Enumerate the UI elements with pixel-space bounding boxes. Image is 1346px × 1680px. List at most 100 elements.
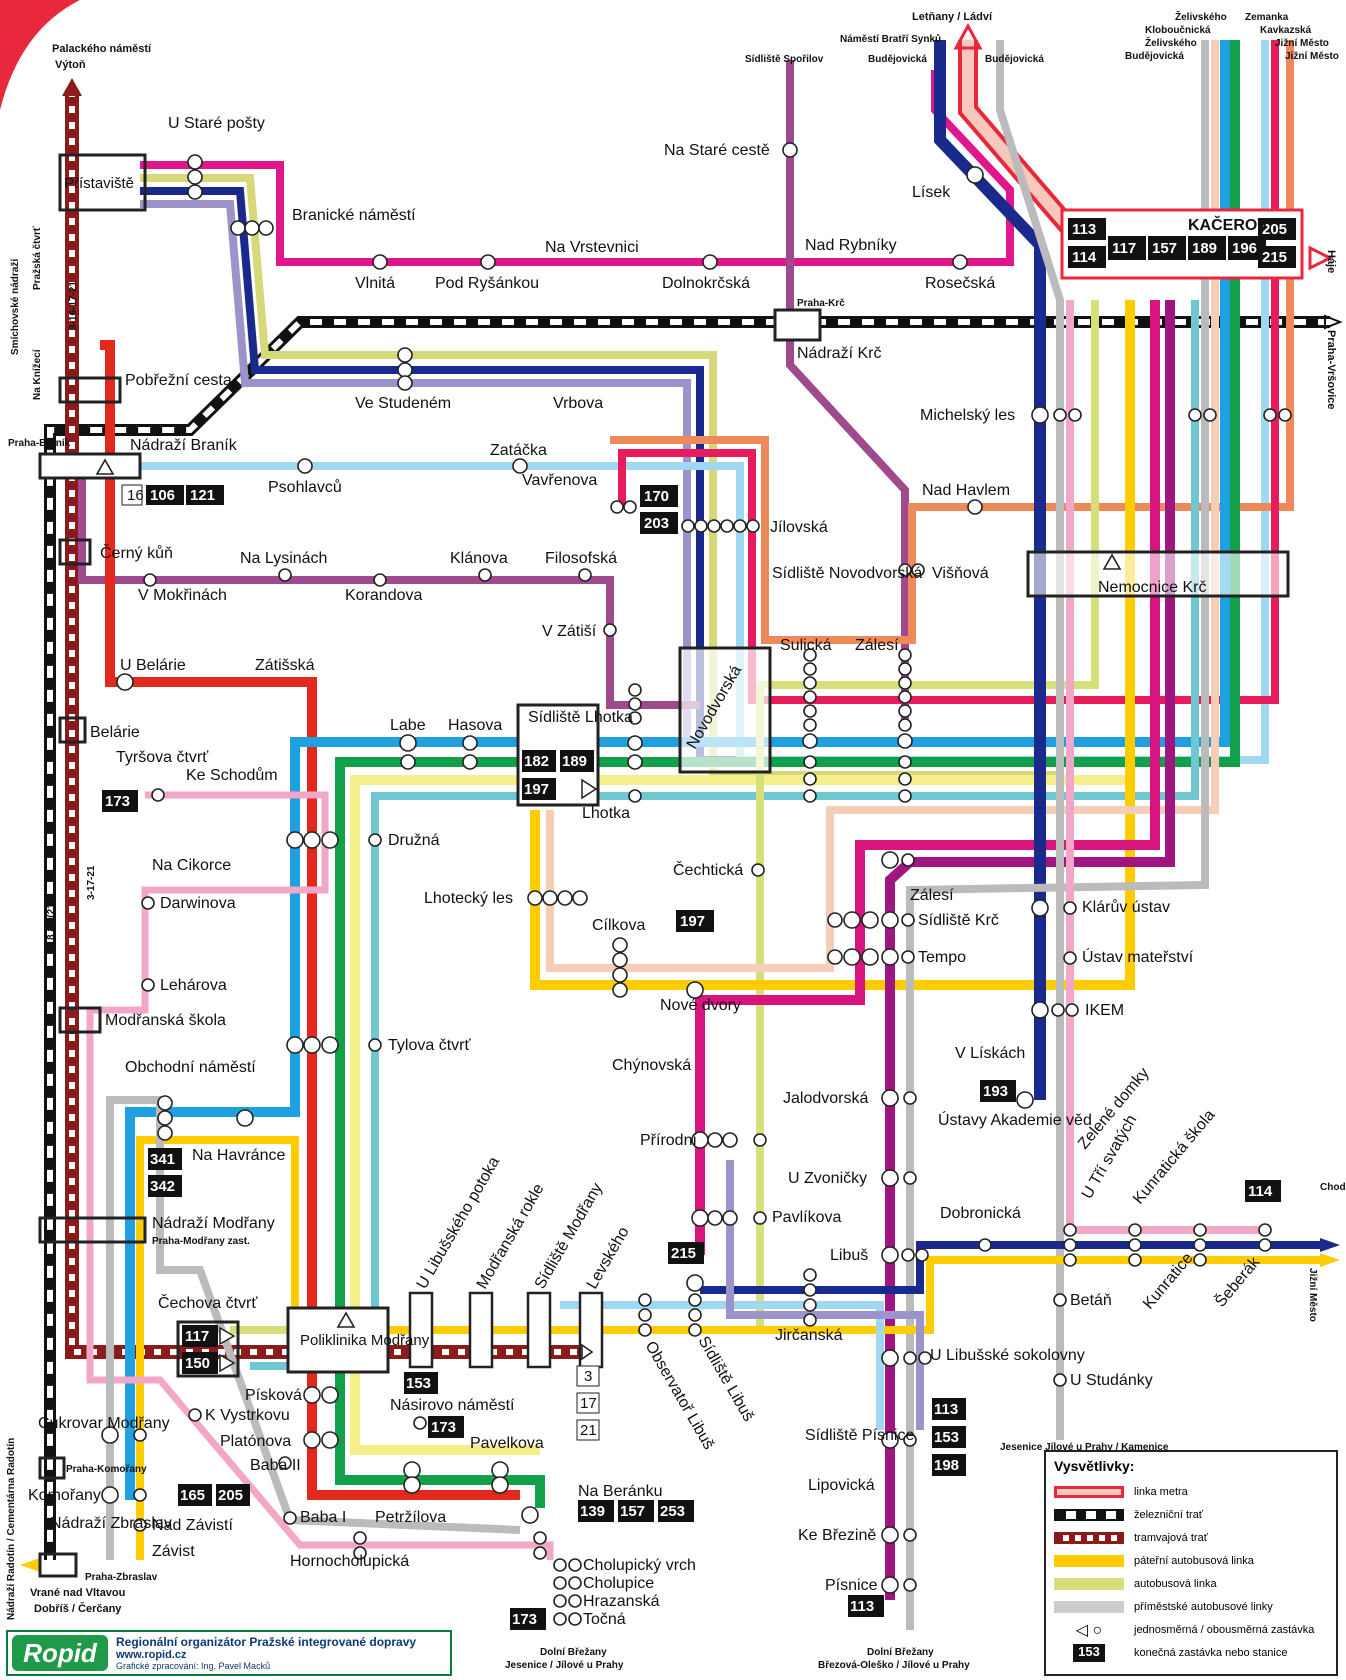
svg-text:Budějovická: Budějovická	[985, 54, 1044, 65]
svg-text:Lhotka: Lhotka	[582, 805, 630, 822]
cerny-kun-box[interactable]	[58, 538, 92, 566]
svg-text:182: 182	[524, 753, 549, 770]
svg-text:Chodov: Chodov	[1320, 1182, 1346, 1193]
svg-text:Dobronická: Dobronická	[940, 1205, 1021, 1222]
svg-text:Cílkova: Cílkova	[592, 917, 645, 934]
svg-text:Letňany / Ládví: Letňany / Ládví	[912, 11, 993, 23]
svg-text:Sídliště Krč: Sídliště Krč	[918, 912, 999, 929]
svg-text:Nádraží Krč: Nádraží Krč	[797, 345, 881, 362]
svg-text:Na Cikorce: Na Cikorce	[152, 857, 231, 874]
nadrazi-zbraslav-box[interactable]	[38, 1552, 78, 1578]
modranska-skola-box[interactable]	[58, 1006, 102, 1034]
footer-org: Regionální organizátor Pražské integrova…	[116, 1635, 417, 1649]
pobrezni-box[interactable]	[58, 376, 122, 404]
svg-text:Branické náměstí: Branické náměstí	[292, 207, 416, 224]
nadrazi-modrany-box[interactable]	[38, 1216, 147, 1244]
novodvorska-box[interactable]	[678, 646, 772, 774]
svg-text:Na Havránce: Na Havránce	[192, 1147, 285, 1164]
legend-metro: linka metra	[1054, 1480, 1328, 1503]
svg-text:3: 3	[584, 1368, 592, 1385]
svg-text:Jižní Město: Jižní Město	[1275, 38, 1329, 49]
svg-text:173: 173	[105, 793, 130, 810]
svg-text:Baba II: Baba II	[250, 1457, 301, 1474]
svg-text:Obchodní náměstí: Obchodní náměstí	[125, 1059, 256, 1076]
svg-text:Tylova čtvrť: Tylova čtvrť	[388, 1037, 471, 1054]
pristaviste-box[interactable]	[58, 153, 147, 212]
poliklinika-box[interactable]	[286, 1306, 390, 1374]
svg-text:Praha-Zbraslav: Praha-Zbraslav	[85, 1572, 158, 1583]
svg-text:Nádraží Modřany: Nádraží Modřany	[152, 1215, 275, 1232]
svg-text:Chýnovská: Chýnovská	[612, 1057, 691, 1074]
bus-line-189	[530, 300, 1135, 990]
legend-stop: ◁ ○jednosměrná / obousměrná zastávka	[1075, 1621, 1315, 1639]
svg-text:Závist: Závist	[152, 1543, 195, 1560]
svg-text:Ke Březině: Ke Březině	[798, 1527, 876, 1544]
svg-text:Jesenice Jílové u Prahy / Kame: Jesenice Jílové u Prahy / Kamenice	[1000, 1442, 1169, 1453]
svg-text:Družná: Družná	[388, 832, 440, 849]
svg-text:Budějovická: Budějovická	[1125, 51, 1184, 62]
bus-line-182	[546, 40, 1219, 972]
bus-line-198b	[726, 1160, 924, 1430]
svg-text:170: 170	[644, 488, 669, 505]
svg-text:Násirovo náměstí: Násirovo náměstí	[390, 1397, 515, 1414]
svg-text:Černý kůň: Černý kůň	[100, 543, 173, 562]
svg-text:Rosečská: Rosečská	[925, 275, 995, 292]
stops	[101, 142, 1292, 1626]
bus-line-139	[335, 40, 1240, 1508]
svg-text:17: 17	[580, 1395, 597, 1412]
svg-text:Čechtická: Čechtická	[673, 860, 743, 879]
svg-text:Pražská čtvrť: Pražská čtvrť	[32, 226, 43, 290]
svg-text:Darwinova: Darwinova	[160, 895, 236, 912]
svg-text:189: 189	[1192, 240, 1217, 257]
nemocnice-krc-box[interactable]	[1026, 550, 1290, 598]
praha-komorany-box[interactable]	[38, 1456, 66, 1480]
svg-text:Kavkazská: Kavkazská	[1260, 25, 1312, 36]
svg-text:Budějovická: Budějovická	[868, 54, 927, 65]
footer-url[interactable]: www.ropid.cz	[116, 1649, 187, 1661]
svg-text:Jižní Město: Jižní Město	[1307, 1268, 1318, 1322]
legend-regional: příměstské autobusové linky	[1054, 1595, 1328, 1618]
svg-text:198: 198	[934, 1457, 959, 1474]
svg-text:113: 113	[850, 1598, 874, 1615]
svg-text:Jalodvorská: Jalodvorská	[783, 1090, 868, 1107]
svg-text:Nad Závistí: Nad Závistí	[152, 1517, 233, 1534]
svg-text:173: 173	[431, 1419, 456, 1436]
svg-text:U Studánky: U Studánky	[1070, 1372, 1153, 1389]
cechova-box[interactable]	[176, 1320, 240, 1378]
svg-text:Labe: Labe	[390, 717, 426, 734]
legend: Vysvětlivky: linka metra železniční trať…	[1044, 1450, 1338, 1676]
svg-text:Sídliště Spořilov: Sídliště Spořilov	[745, 54, 824, 65]
svg-text:121: 121	[190, 487, 215, 504]
praha-krc-box[interactable]	[773, 308, 822, 342]
svg-text:Na Knížecí: Na Knížecí	[32, 348, 43, 400]
svg-text:205: 205	[1262, 221, 1287, 238]
svg-text:V Mokřinách: V Mokřinách	[138, 587, 227, 604]
branik-box[interactable]	[38, 452, 142, 480]
svg-text:3-17-21: 3-17-21	[86, 865, 97, 900]
svg-text:Praha-Vršovice: Praha-Vršovice	[1325, 330, 1337, 410]
svg-text:Želivského: Želivského	[1175, 10, 1227, 23]
svg-text:Lehárova: Lehárova	[160, 977, 227, 994]
svg-text:Náměstí Bratří Synků: Náměstí Bratří Synků	[840, 33, 941, 45]
svg-text:Želivského: Želivského	[1145, 36, 1197, 49]
svg-text:Korandova: Korandova	[345, 587, 422, 604]
svg-text:Zálesí: Zálesí	[855, 637, 899, 654]
svg-text:Višňová: Višňová	[932, 565, 989, 582]
belarie-box[interactable]	[58, 716, 87, 744]
svg-text:Přístaviště: Přístaviště	[64, 175, 134, 192]
bus-line-332-362	[996, 40, 1064, 1440]
svg-text:Praha-Krč: Praha-Krč	[797, 298, 845, 309]
svg-text:117: 117	[1112, 240, 1136, 257]
svg-text:Na Lysinách: Na Lysinách	[240, 550, 327, 567]
svg-text:Pavlíkova: Pavlíkova	[772, 1209, 841, 1226]
bus-line-205	[125, 40, 1230, 1500]
svg-text:Na Staré cestě: Na Staré cestě	[664, 142, 770, 159]
svg-text:V Lískách: V Lískách	[955, 1045, 1025, 1062]
svg-text:Nové dvory: Nové dvory	[660, 997, 741, 1014]
svg-text:Smíchovské nádraží: Smíchovské nádraží	[10, 258, 21, 355]
legend-title: Vysvětlivky:	[1054, 1458, 1135, 1474]
bus-line-253	[100, 340, 520, 1500]
svg-text:Levského: Levského	[584, 1224, 633, 1292]
